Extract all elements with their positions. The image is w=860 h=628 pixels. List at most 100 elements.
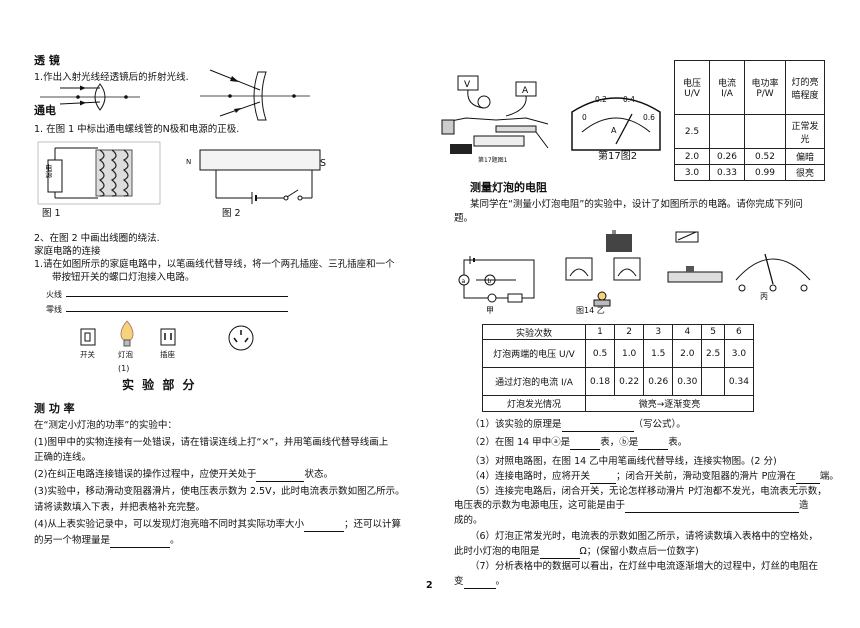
resistance-table-cell: 0.34 — [723, 367, 755, 396]
resistance-table-header: 5 — [701, 324, 725, 340]
ammeter-unit: A — [611, 126, 617, 135]
power-data-table: 电压 U/V 电流 I/A 电功率 P/W 灯的亮暗程度 2.5 正常发光 2.… — [674, 60, 825, 181]
resistance-answer-5-blank[interactable] — [625, 500, 800, 513]
power-question-1a: (1)图甲中的实物连接有一处错误，请在错误连线上打“×”，并用笔画线代替导线画上 — [34, 437, 389, 448]
ammeter-tick-0-6: 0.6 — [643, 113, 655, 122]
resistance-answer-7-blank[interactable] — [463, 576, 496, 589]
power-table-cell[interactable] — [744, 114, 786, 149]
power-question-4b: 的另一个物理量是 。 — [34, 535, 180, 548]
power-table-cell: 0.52 — [744, 148, 786, 165]
power-answer-4a-blank[interactable] — [303, 519, 344, 532]
resistance-table-cell: 0.26 — [643, 367, 674, 396]
resistance-ammeter-dial — [735, 253, 811, 292]
resistance-table-cell: 3.0 — [723, 339, 755, 368]
resistance-table-header: 4 — [672, 324, 703, 340]
power-answer-4b-blank[interactable] — [110, 535, 171, 548]
resistance-table-cell: 0.18 — [584, 367, 616, 396]
page-number: 2 — [426, 580, 433, 591]
coil-circuit-figure — [199, 149, 321, 204]
ammeter-tick-0-2: 0.2 — [595, 95, 607, 104]
figure-2-s-label: S — [320, 158, 327, 169]
switch-icon — [80, 328, 96, 346]
convex-lens-figure — [40, 83, 140, 111]
power-intro: 在“测定小灯泡的功率”的实验中： — [34, 420, 177, 431]
resistance-table-cell: 2.0 — [672, 339, 703, 368]
resistance-question-2-text: （2）在图 14 甲中ⓐ是 — [470, 437, 571, 448]
resistance-table-header: 2 — [614, 324, 645, 340]
resistance-table-header: 1 — [584, 324, 616, 340]
resistance-table-header: 3 — [643, 324, 674, 340]
resistance-question-5b: 电压表的示数为电源电压，这可能是由于 造 — [454, 500, 809, 513]
resistance-answer-4a-blank[interactable] — [590, 471, 617, 484]
resistance-question-5b-text: 电压表的示数为电源电压，这可能是由于 — [454, 500, 626, 511]
resistance-answer-6-blank[interactable] — [539, 546, 580, 559]
resistance-table-cell: 2.5 — [701, 339, 725, 368]
ammeter-dial-figure — [571, 97, 661, 151]
figure-17-2-label: 第17图2 — [598, 151, 638, 162]
figure-14-jia-label: 甲 — [486, 306, 494, 315]
resistance-table-brightness: 微亮→逐渐变亮 — [585, 395, 754, 412]
resistance-question-1-end: （写公式）。 — [633, 419, 686, 430]
experiment-section-title: 实 验 部 分 — [122, 378, 197, 392]
electromagnet-question-1: 1. 在图 1 中标出通电螺线管的N极和电源的正极. — [34, 124, 240, 135]
svg-text:A: A — [522, 86, 529, 96]
resistance-intro-a: 某同学在“测量小灯泡电阻”的实验中，设计了如图所示的电路。请你完成下列问 — [470, 199, 803, 210]
power-question-4b-text: 的另一个物理量是 — [34, 535, 111, 546]
socket-label: 插座 — [160, 350, 175, 359]
power-table-cell: 0.26 — [709, 148, 745, 165]
resistance-question-7b-text: 变 — [454, 576, 464, 587]
resistance-table-cell: 0.5 — [584, 339, 616, 368]
resistance-table-cell: 1.0 — [614, 339, 645, 368]
power-table-cell: 偏暗 — [785, 148, 825, 165]
resistance-components-figure — [565, 230, 723, 307]
svg-text:b: b — [488, 278, 492, 285]
resistance-answer-4b-blank[interactable] — [795, 471, 820, 484]
resistance-question-6a: （6）灯泡正常发光时，电流表的示数如图乙所示，请将读数填入表格中的空格处， — [470, 531, 819, 542]
power-table-header-current: 电流 I/A — [709, 60, 745, 115]
resistance-question-6b-end: Ω；(保留小数点后一位数字) — [579, 546, 699, 557]
resistance-question-2-end: 表。 — [668, 437, 688, 448]
power-question-4a-text: (4)从上表实验记录中，可以发现灯泡亮暗不同时其实际功率大小 — [34, 519, 304, 530]
resistance-question-4-end: 端。 — [819, 471, 839, 482]
figure-17-1-label: 第17题图1 — [478, 157, 508, 164]
resistance-question-7b: 变 。 — [454, 576, 505, 589]
switch-label: 开关 — [80, 350, 95, 359]
resistance-table-row-label: 灯泡两端的电压 U/V — [482, 339, 586, 368]
resistance-question-3: （3）对照电路图，在图 14 乙中用笔画线代替导线，连接实物图。(2 分) — [470, 456, 777, 467]
resistance-question-7a: （7）分析表格中的数据可以看出，在灯丝中电流逐渐增大的过程中，灯丝的电阻在 — [470, 561, 819, 572]
svg-text:V: V — [464, 80, 471, 90]
resistance-circuit-diagram: a b — [458, 256, 535, 303]
resistance-question-2-mid: 表，ⓑ是 — [600, 437, 639, 448]
resistance-data-table: 实验次数 1 2 3 4 5 6 灯泡两端的电压 U/V 0.5 1.0 1.5… — [482, 324, 755, 412]
resistance-table-header: 实验次数 — [482, 324, 586, 340]
resistance-answer-1-blank[interactable] — [561, 419, 634, 432]
power-table-header-brightness: 灯的亮暗程度 — [785, 60, 825, 115]
power-answer-2-blank[interactable] — [256, 469, 305, 482]
fire-line-label: 火线 — [46, 290, 62, 299]
electromagnet-question-2: 2、在图 2 中画出线圈的绕法. — [34, 233, 160, 244]
resistance-table-cell: 0.22 — [614, 367, 645, 396]
two-hole-socket-icon — [160, 328, 176, 346]
resistance-question-1: （1）该实验的原理是 （写公式）。 — [470, 419, 686, 432]
resistance-section-title: 测量灯泡的电阻 — [470, 181, 547, 194]
figure-1-number: (1) — [118, 364, 130, 373]
resistance-table-cell[interactable] — [701, 367, 725, 396]
zero-line-label: 零线 — [46, 305, 62, 314]
home-circuit-question-1a: 1.请在如图所示的家庭电路中，以笔画线代替导线，将一个两孔插座、三孔插座和一个 — [34, 259, 395, 270]
resistance-table-row-label: 灯泡发光情况 — [482, 395, 586, 412]
power-table-cell: 2.0 — [674, 148, 710, 165]
resistance-answer-2b-blank[interactable] — [638, 437, 669, 450]
power-question-4b-end: 。 — [170, 535, 180, 546]
power-table-cell[interactable] — [709, 114, 745, 149]
figure-bing-label: 丙 — [760, 292, 768, 301]
resistance-answer-2a-blank[interactable] — [570, 437, 601, 450]
power-box-label: 电源 — [44, 164, 53, 178]
power-question-2: (2)在纠正电路连接错误的操作过程中，应使开关处于 状态。 — [34, 469, 333, 482]
power-question-4a: (4)从上表实验记录中，可以发现灯泡亮暗不同时其实际功率大小 ；还可以计算 — [34, 519, 401, 532]
resistance-question-1-text: （1）该实验的原理是 — [470, 419, 562, 430]
power-table-cell: 2.5 — [674, 114, 710, 149]
resistance-table-cell: 0.30 — [672, 367, 703, 396]
power-question-3a: (3)实验中，移动滑动变阻器滑片，使电压表示数为 2.5V，此时电流表示数如图乙… — [34, 486, 405, 497]
figure-2-n-label: N — [186, 158, 192, 166]
solenoid-figure — [37, 141, 161, 205]
